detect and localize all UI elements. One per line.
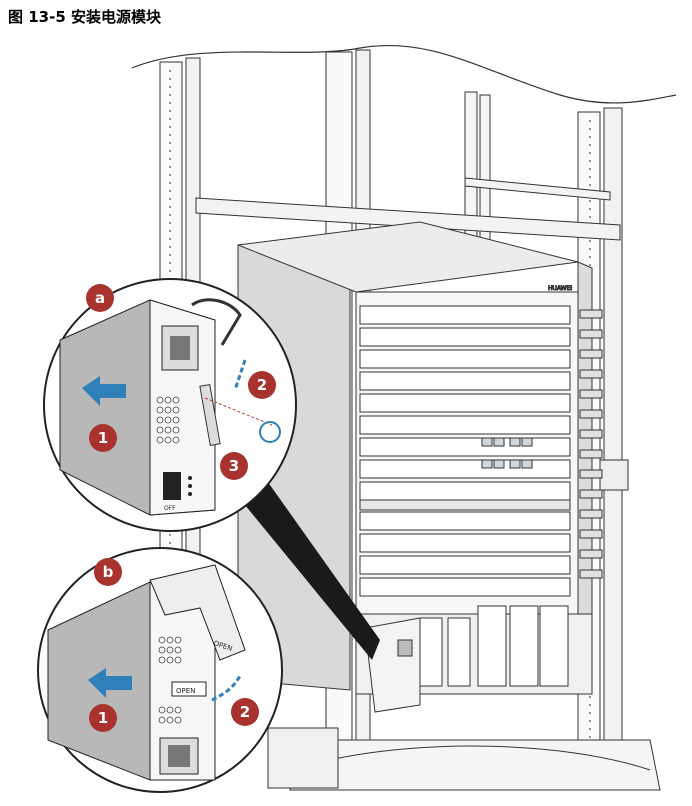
callout-b-badge	[94, 558, 122, 586]
brand-label: HUAWEI	[548, 285, 572, 292]
callout-b-label: b	[103, 563, 114, 581]
chassis: HUAWEI	[237, 221, 603, 713]
open-panel-label: OPEN	[176, 687, 195, 695]
zoom-wedge	[245, 478, 380, 660]
detail-b: OPEN OPEN b 1 2	[37, 547, 283, 793]
step-a2-label: 2	[257, 376, 267, 394]
step-b1-label: 1	[98, 709, 108, 727]
callout-a-label: a	[95, 289, 105, 307]
step-b2-label: 2	[240, 703, 250, 721]
step-a3-label: 3	[229, 457, 239, 475]
detail-a: OFF a 1 2 3	[43, 278, 297, 532]
insert-arrow-icon	[82, 376, 126, 406]
step-a1-label: 1	[98, 429, 108, 447]
ports	[481, 437, 533, 469]
insert-arrow-icon-b	[88, 668, 132, 698]
off-switch-label: OFF	[164, 505, 176, 512]
figure-caption: 图 13-5 安装电源模块	[8, 8, 161, 26]
board-slots	[359, 305, 571, 597]
cable-management	[579, 309, 603, 579]
callout-a-badge	[86, 284, 114, 312]
